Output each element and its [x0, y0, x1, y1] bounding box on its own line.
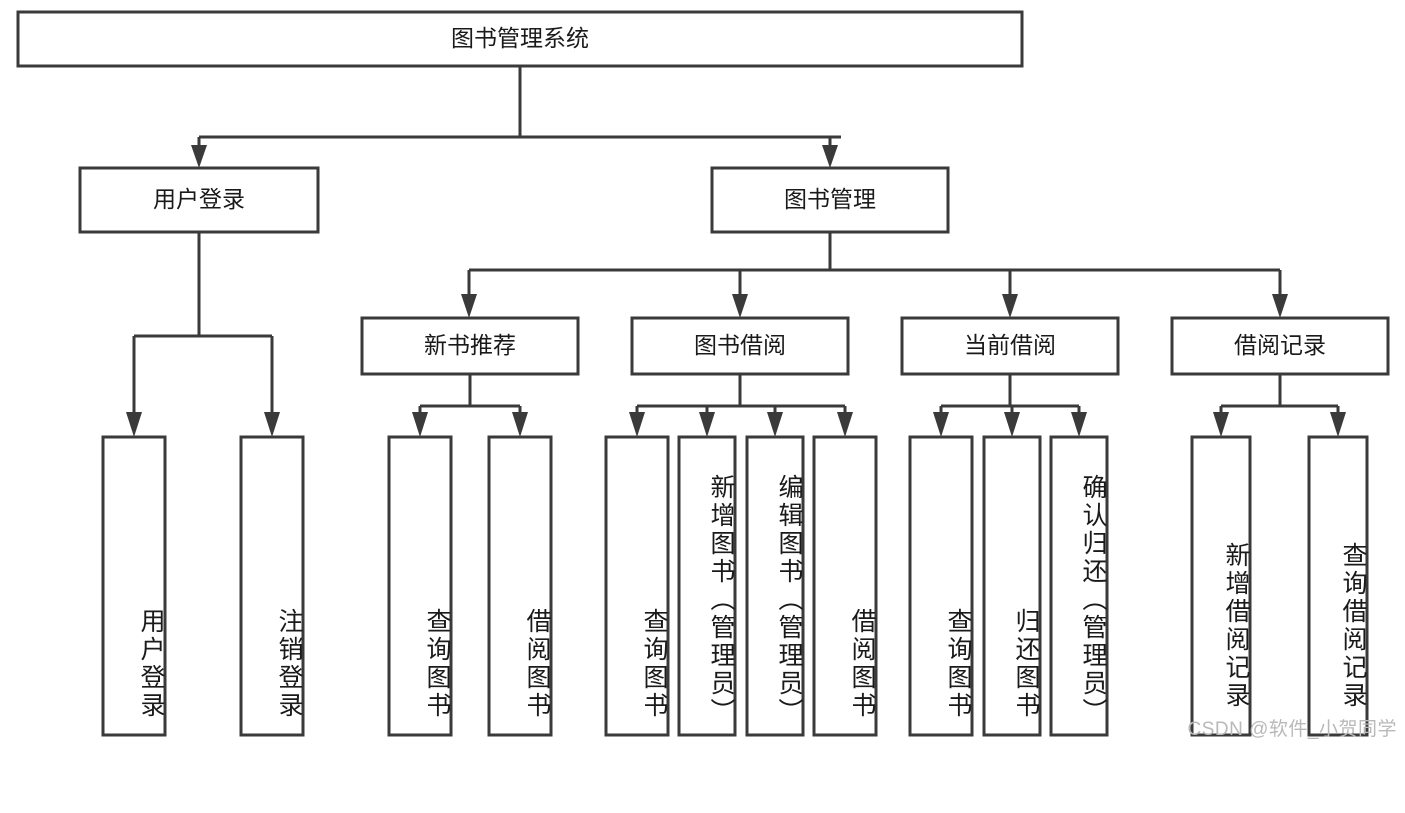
arrow-head-leaf-edit-book — [767, 412, 783, 437]
arrow-head-leaf-add-book — [699, 412, 715, 437]
leaf-boxes — [101, 435, 1369, 737]
arrow-head-leaf-user-login — [126, 412, 142, 437]
node-current-borrow-box[interactable] — [900, 316, 1120, 376]
arrow-head-book-borrow — [732, 294, 748, 318]
leaf-add-borrow-record-box[interactable] — [1190, 435, 1252, 737]
node-new-book-recommend-box[interactable] — [360, 316, 580, 376]
connector-group-new-book-recommend — [412, 374, 528, 437]
arrow-head-leaf-query-book-current — [933, 412, 949, 437]
arrow-head-leaf-borrow-book-recommend — [512, 412, 528, 437]
node-root[interactable]: 图书管理系统 — [16, 10, 1024, 68]
node-borrow-record[interactable]: 借阅记录 — [1170, 316, 1390, 376]
node-user-login[interactable]: 用户登录 — [78, 166, 320, 234]
arrow-head-leaf-query-borrow-record — [1330, 412, 1346, 437]
node-root-label: 图书管理系统 — [451, 25, 589, 51]
arrow-head-leaf-confirm-return — [1071, 412, 1087, 437]
connector-group-current-borrow — [933, 374, 1087, 437]
leaf-query-book-current-box[interactable] — [908, 435, 974, 737]
connector-group-book-management — [461, 232, 1288, 318]
node-user-login-label: 用户登录 — [153, 186, 245, 212]
leaf-query-borrow-record-box[interactable] — [1307, 435, 1369, 737]
node-book-borrow-label: 图书借阅 — [694, 332, 786, 358]
arrow-head-leaf-borrow-book — [837, 412, 853, 437]
connector-group-borrow-record — [1213, 374, 1346, 437]
arrow-head-leaf-query-book-borrow — [629, 412, 645, 437]
arrow-head-leaf-query-book-recommend — [412, 412, 428, 437]
node-current-borrow[interactable]: 当前借阅 — [900, 316, 1120, 376]
leaf-edit-book-box[interactable] — [745, 435, 805, 737]
connector-group-root — [191, 66, 841, 168]
node-borrow-record-box[interactable] — [1170, 316, 1390, 376]
leaf-borrow-book-recommend-box[interactable] — [487, 435, 553, 737]
node-book-management-label: 图书管理 — [784, 186, 876, 212]
tree-diagram-svg: 图书管理系统 用户登录 图书管理 新书推荐 图书借阅 当前借阅 借阅记录 — [16, 10, 1390, 737]
node-user-login-box[interactable] — [78, 166, 320, 234]
leaf-query-book-borrow-box[interactable] — [604, 435, 670, 737]
node-book-management[interactable]: 图书管理 — [710, 166, 950, 234]
node-borrow-record-label: 借阅记录 — [1234, 332, 1326, 358]
leaf-logout-box[interactable] — [239, 435, 305, 737]
leaf-user-login-box[interactable] — [101, 435, 167, 737]
node-book-management-box[interactable] — [710, 166, 950, 234]
connector-group-book-borrow — [629, 374, 853, 437]
leaf-add-book-box[interactable] — [677, 435, 737, 737]
arrow-head-borrow-record — [1272, 294, 1288, 318]
arrow-head-leaf-logout — [264, 412, 280, 437]
node-new-book-recommend[interactable]: 新书推荐 — [360, 316, 580, 376]
arrow-head-leaf-return-book — [1004, 412, 1020, 437]
leaf-confirm-return-box[interactable] — [1049, 435, 1109, 737]
arrow-head-book-management — [822, 145, 838, 168]
watermark-text: CSDN @软件_小贺同学 — [1187, 719, 1397, 740]
leaf-query-book-recommend-box[interactable] — [387, 435, 453, 737]
arrow-head-new-book-recommend — [461, 294, 477, 318]
diagram-canvas: 图书管理系统 用户登录 图书管理 新书推荐 图书借阅 当前借阅 借阅记录 — [16, 10, 1397, 740]
connector-group-user-login — [126, 232, 280, 437]
node-book-borrow[interactable]: 图书借阅 — [630, 316, 850, 376]
node-current-borrow-label: 当前借阅 — [964, 332, 1056, 358]
leaf-borrow-book-box[interactable] — [812, 435, 878, 737]
node-root-box[interactable] — [16, 10, 1024, 68]
arrow-head-user-login — [191, 145, 207, 168]
leaf-return-book-box[interactable] — [982, 435, 1042, 737]
node-new-book-recommend-label: 新书推荐 — [424, 332, 516, 358]
arrow-head-leaf-add-borrow-record — [1213, 412, 1229, 437]
node-book-borrow-box[interactable] — [630, 316, 850, 376]
arrow-head-current-borrow — [1002, 294, 1018, 318]
